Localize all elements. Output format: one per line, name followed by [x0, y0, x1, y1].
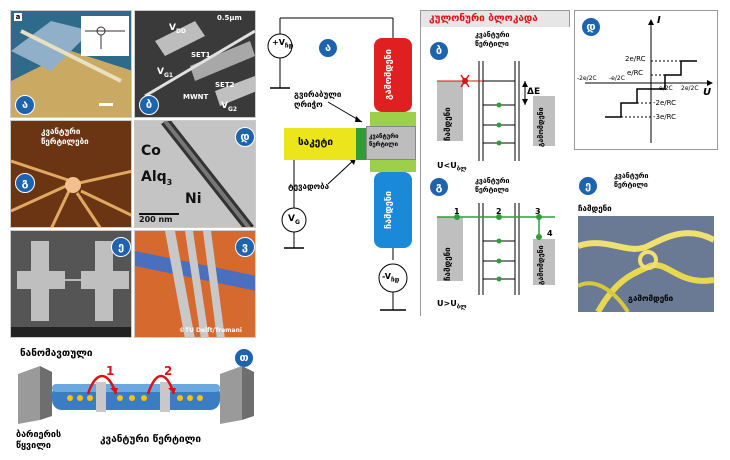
quantum-dot-block: კვანტური წერტილი [366, 126, 416, 160]
blockade-point-2: 2 [496, 207, 502, 216]
iv-tick-x1: -2e/2C [577, 75, 597, 82]
photo-b-set1: SET1 [191, 51, 211, 59]
photo-e-illustration [11, 231, 131, 337]
blockade-title: კულონური ბლოკადა [429, 13, 538, 24]
nanowire-step-2: 2 [164, 364, 173, 378]
capacitance-label: ტევადობა [288, 182, 330, 191]
right-photo-image [578, 216, 714, 312]
photo-b: VDD 0.5μm SET1 VG1 SET2 MWNT VG2 ბ [134, 10, 256, 118]
gate-dielectric [356, 128, 366, 160]
right-photo-badge: ე [578, 176, 598, 196]
drain-block: გამომდენი [374, 38, 412, 112]
photo-a-tag: a [14, 13, 22, 21]
gate-block: საკეტი [284, 128, 356, 160]
source-label: ჩამდენი [384, 191, 394, 229]
circuit-wires [267, 17, 408, 311]
tunnel-gap-label: გვირაბული ღრიჭო [294, 90, 342, 109]
iv-staircase-panel: დ I U 2e/RC e/RC -2e/RC -3e/RC -2e/2C -e… [574, 10, 718, 150]
photo-d-scalebar [139, 213, 179, 215]
blockade-top-drain: გამომდენი [537, 107, 545, 147]
blockade-bottom-qd-label: კვანტური წერტილი [475, 177, 510, 194]
quantum-dot-label: კვანტური წერტილი [369, 133, 399, 148]
iv-badge: დ [581, 17, 601, 37]
photo-e-badge: ე [111, 237, 131, 257]
photo-g: კვანტური წერტილები გ [10, 120, 132, 228]
iv-tick-y4: -3e/RC [653, 113, 677, 121]
drain-label: გამომდენი [384, 49, 394, 101]
photo-d: Co Alq3 Ni 200 nm დ [134, 120, 256, 228]
iv-tick-x4: 2e/2C [681, 85, 699, 92]
blockade-top-qd-label: კვანტური წერტილი [475, 31, 510, 48]
photo-b-set2: SET2 [215, 81, 235, 89]
nanowire-illustration [18, 366, 254, 424]
right-photo-qd-label: კვანტური წერტილი [614, 172, 649, 189]
blockade-bottom-drain: გამომდენი [537, 245, 545, 285]
photo-b-illustration [135, 11, 255, 117]
photo-e: ე [10, 230, 132, 338]
photo-b-badge: ბ [139, 95, 159, 115]
right-photo-source-label: ჩამდენი [578, 204, 612, 213]
photo-a: a ა [10, 10, 132, 118]
iv-axis-u: U [703, 87, 712, 98]
blockade-top-badge: ბ [429, 41, 449, 61]
photo-d-ni: Ni [185, 191, 202, 207]
photo-g-illustration [11, 121, 131, 227]
iv-tick-x2: -e/2C [609, 75, 625, 82]
circuit-diagram: +Vჩდ ა გამომდენი კვანტური წერტილი ჩამდენ… [258, 10, 416, 330]
tunnel-gap-bottom [370, 160, 416, 172]
right-photo-panel: ე კვანტური წერტილი ჩამდენი გამომდენი [574, 170, 718, 316]
photo-a-badge: ა [15, 95, 35, 115]
photo-d-alq: Alq3 [141, 169, 173, 187]
photo-b-vdd: VDD [169, 23, 186, 35]
circuit-vg-label: VG [288, 214, 300, 226]
iv-tick-y2: e/RC [627, 69, 644, 77]
blockade-delta-label: ΔE [527, 87, 541, 97]
photo-v: ©TU Delft/Tremani ვ [134, 230, 256, 338]
blockade-top-source: ჩამდენი [443, 107, 452, 141]
photo-d-badge: დ [235, 127, 255, 147]
iv-tick-x3: e/2C [659, 85, 673, 92]
blockade-point-1: 1 [454, 207, 460, 216]
circuit-vsd-label: +Vჩდ [272, 38, 294, 50]
blockade-bottom-source: ჩამდენი [443, 247, 452, 281]
blockade-point-3: 3 [535, 207, 541, 216]
nanowire-barrier-label: ბარიერის წყვილი [16, 430, 62, 451]
circuit-badge: ა [318, 38, 338, 58]
circuit-vbottom-label: -Vჩდ [382, 272, 400, 284]
tunnel-gap-top [370, 112, 416, 126]
photo-v-badge: ვ [235, 237, 255, 257]
blockade-bottom-energy [437, 203, 555, 295]
blockade-bottom-condition: U>Uბლ [437, 299, 467, 311]
nanowire-title: ნანომავთული [20, 348, 93, 359]
photo-b-vg1: VG1 [157, 67, 174, 79]
blockade-top-condition: U<Uბლ [437, 161, 467, 173]
source-block: ჩამდენი [374, 172, 412, 248]
right-photo-drain-label: გამომდენი [628, 294, 674, 303]
nanowire-qd-label: კვანტური წერტილი [100, 434, 202, 445]
photo-g-label: კვანტური წერტილები [41, 127, 89, 146]
blockade-bottom-badge: გ [429, 177, 449, 197]
photo-b-scale: 0.5μm [217, 14, 242, 22]
blockade-point-4: 4 [547, 229, 553, 238]
iv-tick-y3: -2e/RC [653, 99, 677, 107]
coulomb-blockade-panel: კულონური ბლოკადა ბ კვანტური წერტილი [420, 10, 571, 317]
gate-label: საკეტი [298, 137, 333, 148]
nanowire-diagram: ნანომავთული თ 1 2 ბარიერის წყვილი კვანტუ… [10, 346, 260, 456]
iv-tick-y1: 2e/RC [625, 55, 646, 63]
photo-b-mwnt: MWNT [183, 93, 209, 101]
photo-b-vg2: VG2 [221, 101, 238, 113]
photo-v-credit: ©TU Delft/Tremani [179, 327, 242, 334]
photo-d-co: Co [141, 143, 161, 159]
nanowire-step-1: 1 [106, 364, 115, 378]
iv-axis-i: I [657, 15, 661, 26]
photo-g-badge: გ [15, 173, 35, 193]
blockade-top-energy [437, 61, 555, 161]
photo-d-scale: 200 nm [139, 215, 173, 224]
iv-staircase-plot [585, 19, 713, 143]
